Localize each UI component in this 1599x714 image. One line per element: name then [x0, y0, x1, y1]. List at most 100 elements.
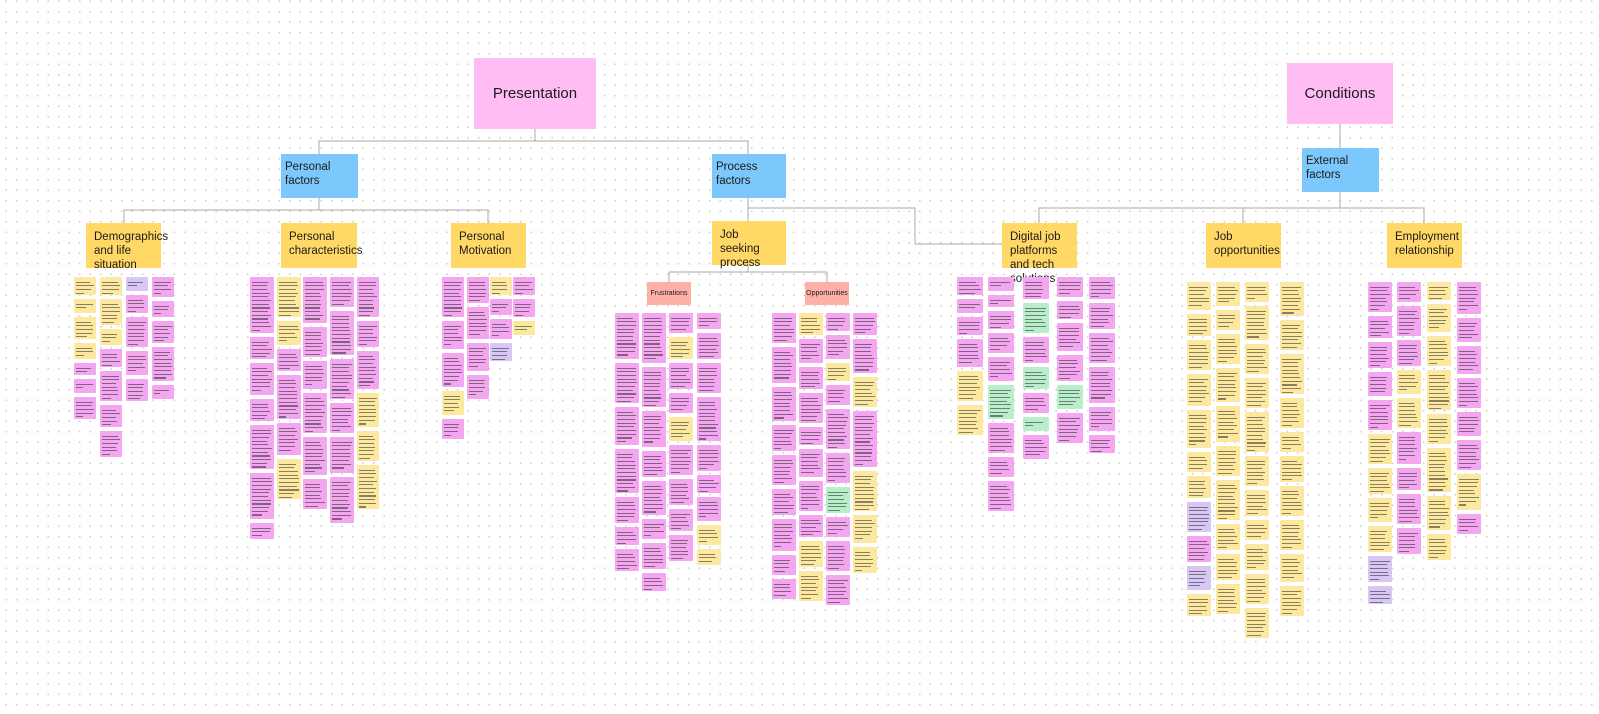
sticky-note[interactable] — [442, 391, 464, 415]
sticky-note[interactable] — [467, 307, 489, 339]
sticky-note[interactable] — [669, 445, 693, 475]
node-personal-factors[interactable]: Personal factors — [281, 154, 358, 198]
sticky-note[interactable] — [1280, 398, 1304, 428]
sticky-note[interactable] — [1057, 277, 1083, 297]
sticky-note[interactable] — [799, 427, 823, 445]
sticky-note[interactable] — [1245, 378, 1269, 408]
node-frustrations[interactable]: Frustrations — [647, 282, 691, 305]
sticky-note[interactable] — [442, 277, 464, 317]
node-opportunities[interactable]: Opportunities — [805, 282, 849, 305]
sticky-note[interactable] — [513, 321, 535, 335]
sticky-note[interactable] — [250, 337, 274, 359]
sticky-note[interactable] — [642, 451, 666, 477]
sticky-note[interactable] — [1457, 474, 1481, 510]
sticky-note[interactable] — [772, 489, 796, 515]
sticky-note[interactable] — [250, 277, 274, 333]
sticky-note[interactable] — [697, 363, 721, 393]
sticky-note[interactable] — [772, 555, 796, 575]
sticky-note[interactable] — [1397, 468, 1421, 490]
sticky-note[interactable] — [957, 317, 983, 335]
node-job-opportunities[interactable]: Job opportunities — [1206, 223, 1281, 268]
sticky-note[interactable] — [669, 393, 693, 413]
node-demographics[interactable]: Demographics and life situation — [86, 223, 168, 271]
sticky-note[interactable] — [988, 481, 1014, 511]
sticky-note[interactable] — [1216, 480, 1240, 520]
sticky-note[interactable] — [250, 363, 274, 395]
sticky-note[interactable] — [1216, 446, 1240, 476]
sticky-note[interactable] — [467, 375, 489, 399]
sticky-note[interactable] — [1057, 413, 1083, 443]
sticky-note[interactable] — [1216, 334, 1240, 364]
sticky-note[interactable] — [988, 311, 1014, 329]
sticky-note[interactable] — [74, 277, 96, 295]
sticky-note[interactable] — [1187, 340, 1211, 370]
sticky-note[interactable] — [74, 317, 96, 339]
sticky-note[interactable] — [442, 419, 464, 439]
sticky-note[interactable] — [1023, 417, 1049, 431]
sticky-note[interactable] — [1457, 346, 1481, 374]
sticky-note[interactable] — [1368, 586, 1392, 604]
sticky-note[interactable] — [988, 333, 1014, 353]
sticky-note[interactable] — [1216, 368, 1240, 402]
sticky-note[interactable] — [1245, 412, 1269, 452]
sticky-note[interactable] — [1427, 282, 1451, 300]
sticky-note[interactable] — [615, 527, 639, 545]
sticky-note[interactable] — [250, 399, 274, 421]
sticky-note[interactable] — [250, 473, 274, 519]
sticky-note[interactable] — [772, 387, 796, 421]
sticky-note[interactable] — [357, 321, 379, 347]
sticky-note[interactable] — [697, 397, 721, 441]
sticky-note[interactable] — [357, 393, 379, 427]
sticky-note[interactable] — [357, 431, 379, 461]
sticky-note[interactable] — [1089, 407, 1115, 431]
sticky-note[interactable] — [1187, 374, 1211, 406]
sticky-note[interactable] — [1368, 468, 1392, 494]
sticky-note[interactable] — [126, 379, 148, 401]
sticky-note[interactable] — [1368, 372, 1392, 396]
sticky-note[interactable] — [799, 367, 823, 389]
sticky-note[interactable] — [100, 277, 122, 295]
sticky-note[interactable] — [250, 425, 274, 469]
sticky-note[interactable] — [100, 329, 122, 345]
sticky-note[interactable] — [330, 403, 354, 433]
sticky-note[interactable] — [1245, 456, 1269, 486]
sticky-note[interactable] — [772, 455, 796, 485]
sticky-note[interactable] — [1280, 586, 1304, 616]
sticky-note[interactable] — [357, 465, 379, 509]
sticky-note[interactable] — [697, 333, 721, 359]
sticky-note[interactable] — [1089, 435, 1115, 453]
sticky-note[interactable] — [1023, 367, 1049, 389]
sticky-note[interactable] — [1187, 594, 1211, 616]
sticky-note[interactable] — [988, 423, 1014, 453]
sticky-note[interactable] — [1187, 502, 1211, 532]
node-personal-motivation[interactable]: Personal Motivation — [451, 223, 526, 268]
sticky-note[interactable] — [772, 579, 796, 599]
sticky-note[interactable] — [1245, 282, 1269, 302]
node-external-factors[interactable]: External factors — [1302, 148, 1379, 192]
sticky-note[interactable] — [957, 339, 983, 367]
sticky-note[interactable] — [799, 541, 823, 567]
sticky-note[interactable] — [615, 449, 639, 493]
sticky-note[interactable] — [152, 347, 174, 381]
sticky-note[interactable] — [303, 361, 327, 389]
node-conditions[interactable]: Conditions — [1287, 63, 1393, 124]
sticky-note[interactable] — [490, 343, 512, 361]
sticky-note[interactable] — [152, 321, 174, 343]
sticky-note[interactable] — [126, 295, 148, 313]
sticky-note[interactable] — [642, 543, 666, 569]
sticky-note[interactable] — [988, 357, 1014, 381]
sticky-note[interactable] — [1457, 440, 1481, 470]
sticky-note[interactable] — [100, 349, 122, 367]
sticky-note[interactable] — [1368, 400, 1392, 430]
sticky-note[interactable] — [1216, 524, 1240, 550]
sticky-note[interactable] — [1216, 584, 1240, 614]
sticky-note[interactable] — [826, 363, 850, 381]
sticky-note[interactable] — [1216, 310, 1240, 330]
sticky-note[interactable] — [303, 437, 327, 475]
sticky-note[interactable] — [853, 339, 877, 373]
sticky-note[interactable] — [1089, 367, 1115, 403]
sticky-note[interactable] — [74, 299, 96, 313]
sticky-note[interactable] — [100, 431, 122, 457]
sticky-note[interactable] — [1057, 355, 1083, 381]
node-personal-characteristics[interactable]: Personal characteristics — [281, 223, 363, 268]
